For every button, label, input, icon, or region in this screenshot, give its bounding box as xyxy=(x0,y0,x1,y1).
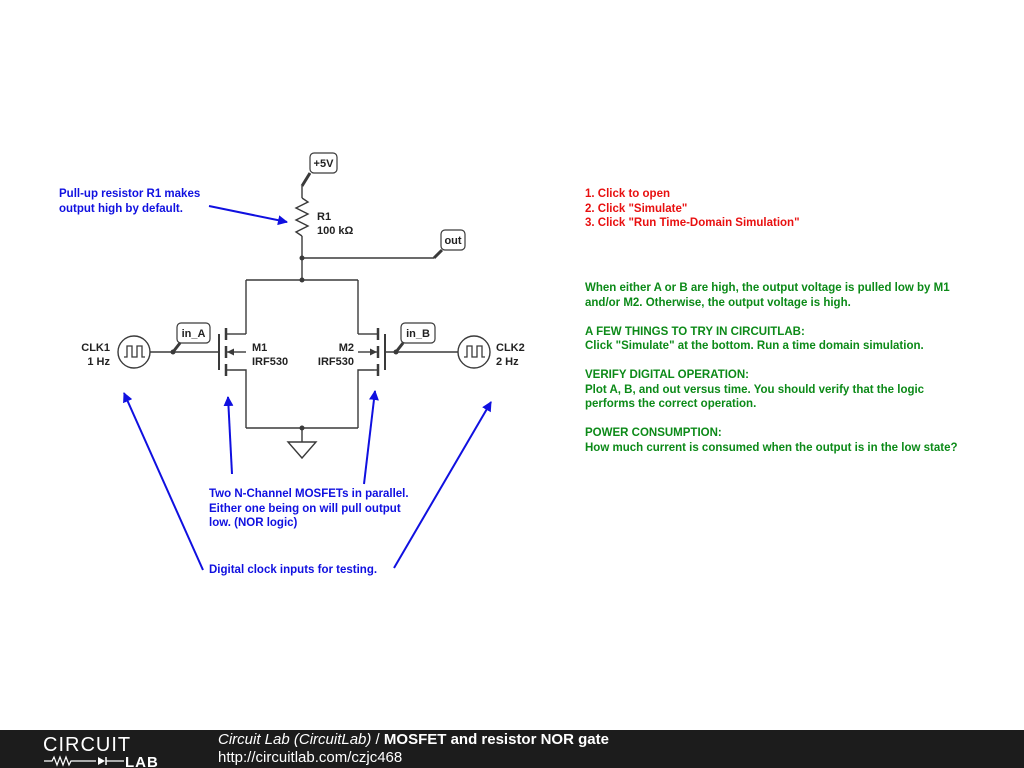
mosfet-arrow-m1 xyxy=(223,396,234,475)
in-a-label: in_A xyxy=(182,328,206,340)
m2-part: IRF530 xyxy=(318,356,354,368)
clock-arrow-clk1 xyxy=(123,392,204,571)
in-b-flag xyxy=(394,342,405,353)
m2-name: M2 xyxy=(339,342,354,354)
in-a-label-box[interactable]: in_A xyxy=(176,322,211,344)
info-line: performs the correct operation. xyxy=(585,398,757,410)
clk1-name: CLK1 xyxy=(81,342,110,354)
info-heading: POWER CONSUMPTION: xyxy=(585,427,722,439)
logo-bottom-text: LAB xyxy=(125,754,159,768)
step-item: 3. Click "Run Time-Domain Simulation" xyxy=(585,217,800,229)
mosfet-arrow-m2 xyxy=(363,390,379,485)
step-item[interactable]: 1. Click to open xyxy=(585,188,670,200)
out-label: out xyxy=(444,235,461,247)
r1-value: 100 kΩ xyxy=(317,225,354,237)
steps-list: 1. Click to open 2. Click "Simulate" 3. … xyxy=(585,187,800,231)
in-b-label-box[interactable]: in_B xyxy=(400,322,436,344)
drain-node xyxy=(299,277,305,283)
m1-part: IRF530 xyxy=(252,356,288,368)
in-a-flag xyxy=(171,342,182,353)
info-line xyxy=(585,412,958,427)
circuitlab-logo[interactable]: CIRCUIT LAB xyxy=(40,732,180,768)
wires xyxy=(150,257,458,442)
source-node xyxy=(299,425,305,431)
clk1-freq: 1 Hz xyxy=(87,356,110,368)
pullup-arrow xyxy=(208,205,288,226)
clk2-freq: 2 Hz xyxy=(496,356,519,368)
info-line xyxy=(585,354,958,369)
info-heading: A FEW THINGS TO TRY IN CIRCUITLAB: xyxy=(585,325,805,338)
out-label-box[interactable]: out xyxy=(440,229,466,251)
supply-flag xyxy=(300,172,312,187)
clk2-name: CLK2 xyxy=(496,342,525,354)
info-line: Plot A, B, and out versus time. You shou… xyxy=(585,383,925,396)
footer-site-name[interactable]: Circuit Lab (CircuitLab) xyxy=(218,731,372,748)
ground-symbol[interactable] xyxy=(286,441,318,460)
info-line xyxy=(585,310,958,325)
pullup-note: Pull-up resistor R1 makes output high by… xyxy=(59,188,201,215)
footer-separator: / xyxy=(371,731,384,748)
resistor-r1[interactable] xyxy=(294,186,310,258)
supply-label: +5V xyxy=(314,158,335,170)
logo-resistor-icon xyxy=(44,755,96,767)
info-line: When either A or B are high, the output … xyxy=(585,282,950,294)
out-flag xyxy=(432,248,444,260)
supply-label-box[interactable]: +5V xyxy=(309,152,338,174)
footer-url[interactable]: http://circuitlab.com/czjc468 xyxy=(218,749,403,766)
clock-source-clk2[interactable] xyxy=(457,335,491,369)
info-line: Click "Simulate" at the bottom. Run a ti… xyxy=(585,340,924,352)
info-line: and/or M2. Otherwise, the output voltage… xyxy=(585,296,851,309)
footer-circuit-title[interactable]: MOSFET and resistor NOR gate xyxy=(383,731,609,748)
output-node xyxy=(299,255,305,261)
logo-diode-icon xyxy=(98,757,105,765)
footer-title: Circuit Lab (CircuitLab) / MOSFET and re… xyxy=(218,731,609,749)
clock-source-clk1[interactable] xyxy=(117,335,151,369)
clock-note: Digital clock inputs for testing. xyxy=(209,564,378,576)
mosfet-note: Two N-Channel MOSFETs in parallel. Eithe… xyxy=(209,488,409,529)
footer-bar: CIRCUIT LAB Circuit Lab (CircuitLab) / M… xyxy=(0,730,1024,768)
logo-top-text: CIRCUIT xyxy=(43,734,131,756)
info-panel: When either A or B are high, the output … xyxy=(585,281,958,455)
annotation-arrows xyxy=(123,205,492,571)
in-b-label: in_B xyxy=(406,328,430,340)
mosfet-m2[interactable] xyxy=(370,328,386,376)
mosfet-m1[interactable] xyxy=(218,328,234,376)
schematic-canvas: +5V R1 100 kΩ out xyxy=(81,152,525,571)
info-line: How much current is consumed when the ou… xyxy=(585,441,958,454)
clock-arrow-clk2 xyxy=(393,401,492,569)
info-heading: VERIFY DIGITAL OPERATION: xyxy=(585,369,749,381)
m1-name: M1 xyxy=(252,342,267,354)
r1-name: R1 xyxy=(317,211,331,223)
step-item: 2. Click "Simulate" xyxy=(585,202,688,215)
